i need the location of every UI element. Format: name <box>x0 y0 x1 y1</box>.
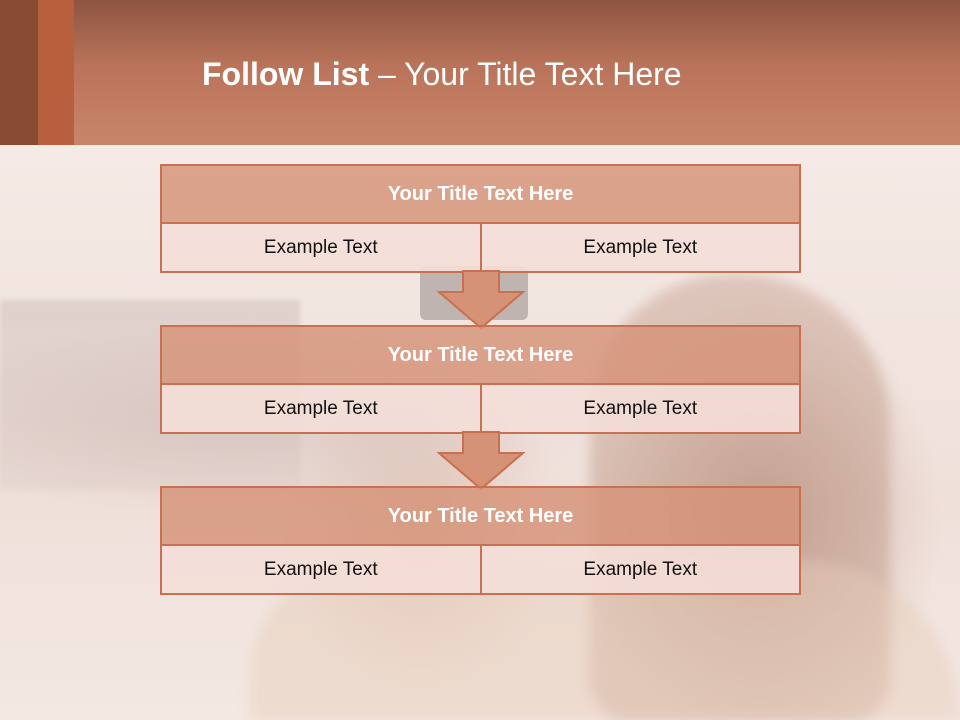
block-cell-right: Example Text <box>479 546 799 593</box>
title-rest-text: – Your Title Text Here <box>369 56 682 92</box>
header-band: Follow List – Your Title Text Here <box>0 0 960 145</box>
block-cell-left: Example Text <box>162 385 480 432</box>
block-cell-right: Example Text <box>479 385 799 432</box>
block-row: Example Text Example Text <box>162 546 799 593</box>
block-row: Example Text Example Text <box>162 385 799 432</box>
block-cell-right: Example Text <box>479 224 799 271</box>
block-cell-left: Example Text <box>162 224 480 271</box>
block-cell-left: Example Text <box>162 546 480 593</box>
list-block: Your Title Text Here Example Text Exampl… <box>160 325 801 434</box>
header-accent-strip <box>0 0 38 145</box>
down-arrow-icon <box>437 431 525 491</box>
page-title: Follow List – Your Title Text Here <box>202 56 682 96</box>
block-title: Your Title Text Here <box>162 327 799 385</box>
header-accent-strip <box>38 0 74 145</box>
title-bold-text: Follow List <box>202 56 370 92</box>
list-block: Your Title Text Here Example Text Exampl… <box>160 486 801 595</box>
block-title: Your Title Text Here <box>162 488 799 546</box>
down-arrow-icon <box>437 270 525 330</box>
list-block: Your Title Text Here Example Text Exampl… <box>160 164 801 273</box>
block-row: Example Text Example Text <box>162 224 799 271</box>
block-title: Your Title Text Here <box>162 166 799 224</box>
